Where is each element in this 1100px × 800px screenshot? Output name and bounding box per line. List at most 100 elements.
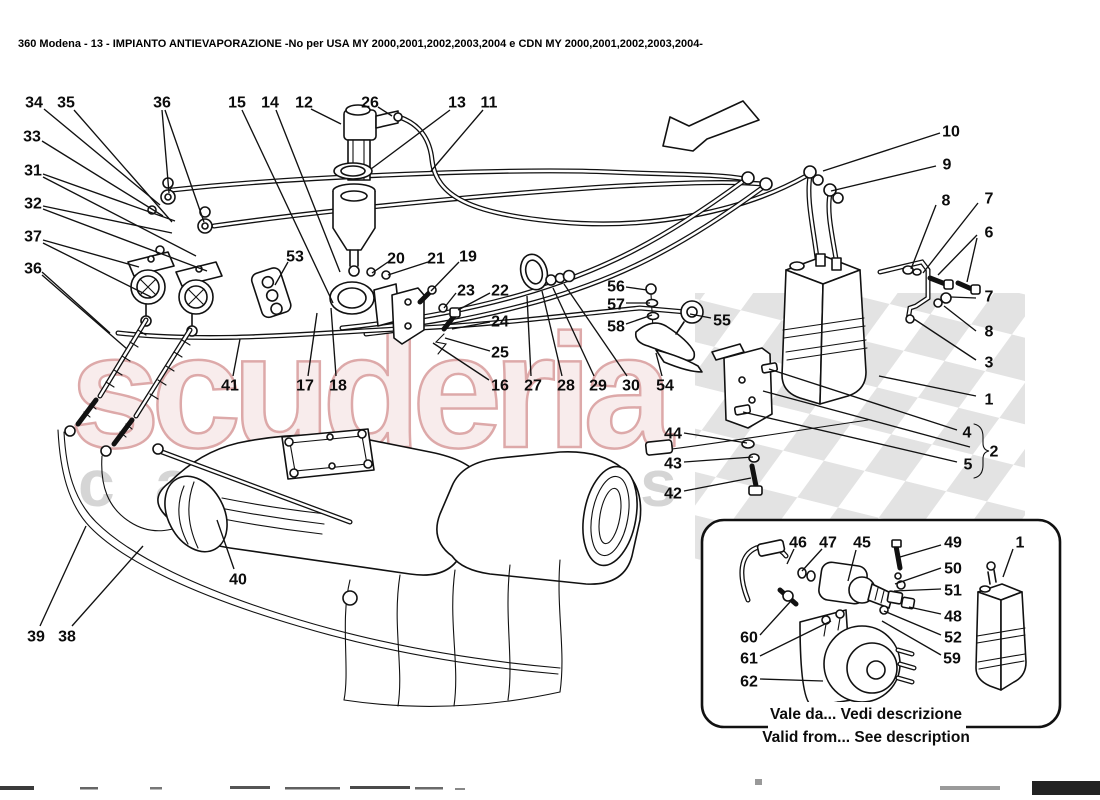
callout-number: 61 [740,651,758,668]
leader-line [683,456,754,463]
leader-line [42,173,176,222]
fuel-vapor-separator [329,104,403,327]
leader-line [451,321,491,330]
braided-hoses [64,317,193,457]
leader-line [330,307,337,377]
leader-line [830,165,937,192]
callout-number: 7 [985,191,994,208]
callout-number: 20 [387,251,405,268]
callout-number: 39 [27,629,45,646]
canister-bracket-4-5 [711,343,779,429]
callout-number: 44 [664,426,682,443]
callout-number: 49 [944,535,962,552]
callout-number: 14 [261,95,279,112]
callout-number: 48 [944,609,962,626]
leader-line [370,109,451,170]
clamp-27-30 [519,253,576,291]
leader-line [274,261,289,286]
callout-number: 33 [23,129,41,146]
callout-number: 42 [664,486,682,503]
leader-line [822,132,941,172]
leader-line [908,606,942,615]
leader-line [43,108,161,206]
leader-line [759,601,791,636]
support-bracket-3 [877,259,981,324]
callout-number: 27 [524,378,542,395]
fasteners-42-44 [741,439,763,496]
callout-number: 62 [740,674,758,691]
callout-number: 6 [985,225,994,242]
leader-line [39,525,87,627]
leader-line [430,261,460,292]
callout-number: 54 [656,378,674,395]
leader-line [910,204,937,270]
callout-number: 12 [295,95,313,112]
leader-line [1002,548,1014,578]
callout-number: 36 [153,95,171,112]
callout-number: 15 [228,95,246,112]
leader-line [847,549,857,582]
leader-line [41,140,164,217]
callout-number: 36 [24,261,42,278]
callout-number: 31 [24,163,42,180]
leader-line [371,261,389,274]
screw-stack-56-58 [645,283,660,347]
leader-line [241,109,334,304]
leader-line [689,313,712,319]
inset-caption-english: Valid from... See description [762,729,970,746]
callout-number: 60 [740,630,758,647]
leader-line [541,290,563,377]
callout-number: 18 [329,378,347,395]
callout-number: 28 [557,378,575,395]
callout-number: 50 [944,561,962,578]
leader-lines [39,106,1014,682]
leader-line [164,109,205,223]
callout-number: 46 [789,535,807,552]
callout-number: 37 [24,229,42,246]
direction-arrow-icon [662,100,760,152]
leader-line [922,202,979,274]
callout-number: 7 [985,289,994,306]
leader-line [432,342,490,381]
leader-line [759,678,824,682]
callout-number: 38 [58,629,76,646]
bracket-54 [634,322,703,373]
callout-number: 51 [944,583,962,600]
callout-number: 32 [24,196,42,213]
leader-line [683,432,748,444]
leader-line [443,292,457,309]
leader-line [73,109,173,223]
callout-number: 30 [622,378,640,395]
leader-line [894,567,942,585]
callout-number: 53 [286,249,304,266]
leader-line [655,352,663,377]
leader-line [377,106,393,117]
callout-number: 9 [943,157,952,174]
callout-number: 56 [607,279,625,296]
callout-number: 1 [985,392,994,409]
leader-line [526,295,532,377]
leader-line [42,242,152,298]
leader-line [625,314,653,325]
leader-line [307,312,318,377]
leader-line [881,620,942,656]
group-brace [973,423,990,479]
callout-number: 16 [491,378,509,395]
callout-number: 10 [942,124,960,141]
callout-number: 45 [853,535,871,552]
leader-line [943,305,977,332]
callout-number: 52 [944,630,962,647]
leader-line [899,544,942,558]
leader-line [430,109,484,172]
carbon-canister [741,165,868,405]
leader-line [232,338,241,377]
leader-line [768,368,958,431]
inset-detail-box: Vale da... Vedi descrizione Valid from..… [700,518,1062,748]
leader-line [563,283,628,377]
callout-number: 35 [57,95,75,112]
callout-number: 55 [713,313,731,330]
callout-number: 34 [25,95,43,112]
callout-number: 22 [491,283,509,300]
